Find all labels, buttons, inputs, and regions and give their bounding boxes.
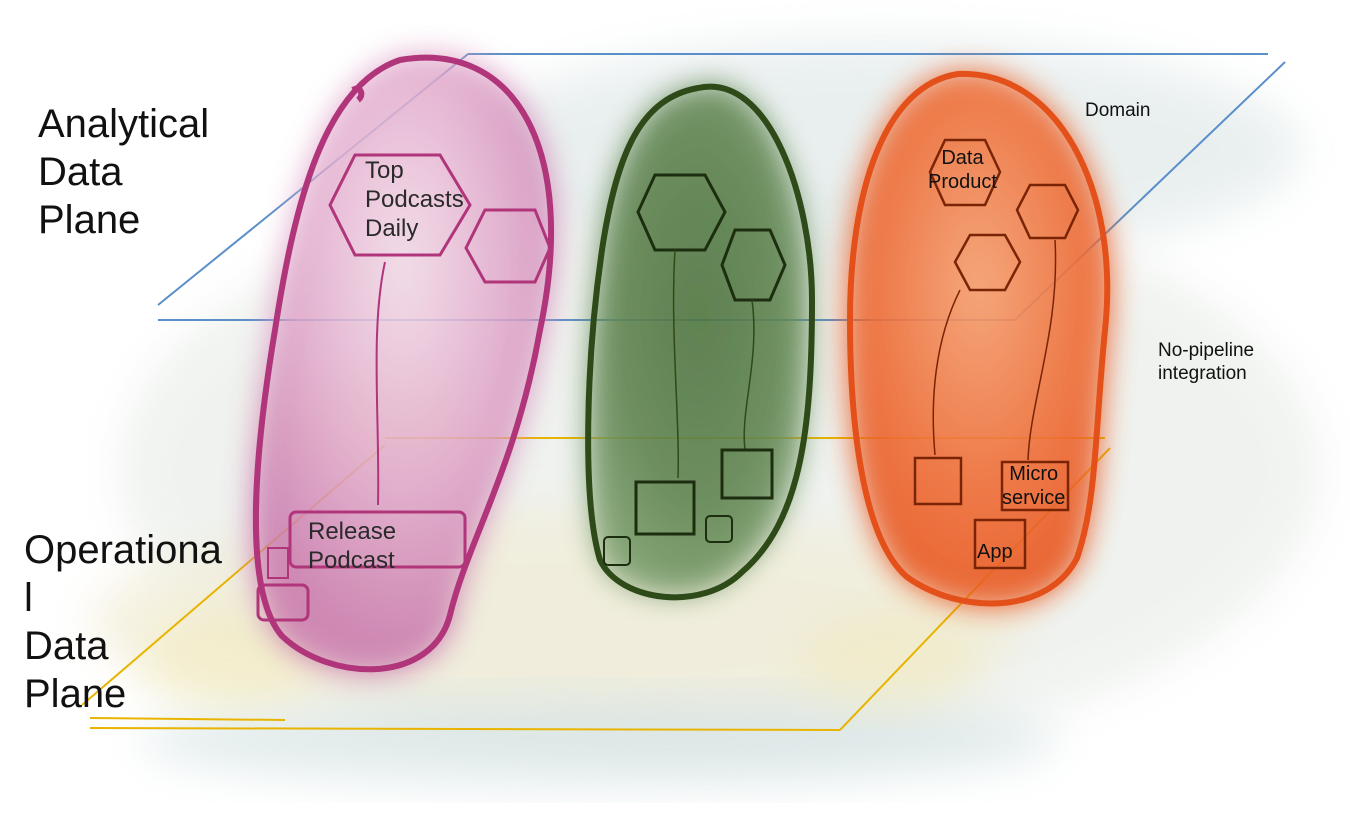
hexagon-icon — [928, 138, 1002, 207]
square-icon — [1000, 460, 1070, 512]
hexagon-icon — [953, 233, 1022, 292]
domain-pink — [250, 52, 557, 676]
app-label: App — [977, 541, 1013, 563]
hexagon-icon — [328, 153, 472, 257]
domain-green — [585, 83, 816, 601]
data-product-label: Data Product — [928, 147, 997, 193]
operational-plane-label: Operationa l Data Plane — [24, 528, 222, 716]
micro-service-label: Micro service — [1002, 463, 1066, 509]
top-podcasts-label: Top Podcasts Daily — [365, 157, 464, 242]
square-icon — [913, 456, 963, 506]
square-icon — [720, 448, 774, 500]
square-icon — [634, 480, 696, 536]
cylinder-icon — [705, 515, 733, 543]
cylinder-icon — [603, 536, 631, 566]
square-icon — [973, 518, 1027, 570]
cylinder-icon — [288, 510, 467, 569]
domain-label: Domain — [1085, 100, 1151, 121]
hexagon-icon — [720, 228, 787, 302]
domain-orange — [845, 69, 1113, 608]
hexagon-icon — [1015, 183, 1080, 240]
release-podcast-label: Release Podcast — [308, 518, 397, 574]
analytical-plane-label: Analytical Data Plane — [38, 102, 210, 242]
hexagon-icon — [636, 173, 727, 252]
hexagon-icon — [464, 208, 552, 284]
no-pipeline-label: No-pipeline integration — [1158, 340, 1255, 384]
cylinder-icon — [256, 583, 310, 622]
